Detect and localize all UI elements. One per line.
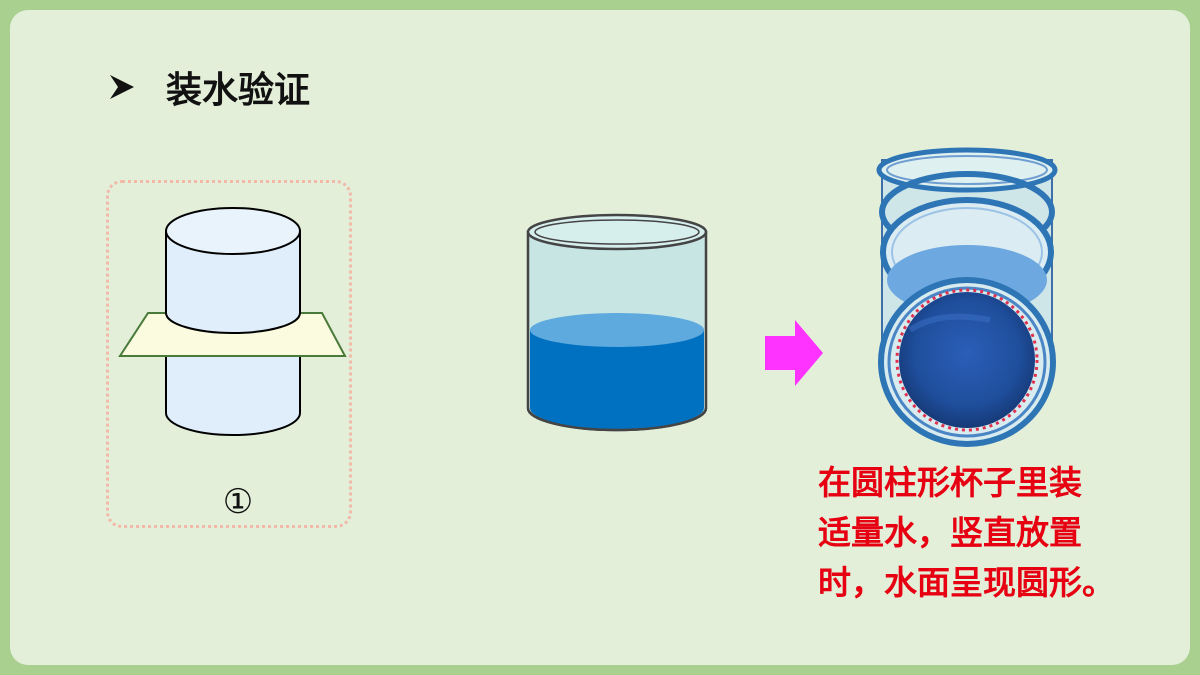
caption-line-2: 适量水，竖直放置 (818, 513, 1082, 552)
dashed-circle-outline (895, 288, 1039, 432)
cylinder-upper (165, 207, 301, 334)
heading: 装水验证 (108, 62, 310, 112)
water-surface (530, 313, 704, 347)
right-arrow-icon (765, 320, 823, 386)
cylinder-lower (165, 349, 301, 436)
arrowhead-bullet-icon (110, 75, 134, 99)
caption-line-1: 在圆柱形杯子里装 (818, 463, 1082, 502)
glass-with-water-figure (526, 213, 708, 432)
figure1-label: ① (222, 482, 254, 522)
caption-text: 在圆柱形杯子里装 适量水，竖直放置 时，水面呈现圆形。 (818, 458, 1168, 608)
page-title: 装水验证 (166, 69, 311, 111)
cylinder-with-plane-figure (118, 207, 347, 436)
water-body (530, 330, 704, 429)
tilted-glass-figure (876, 147, 1058, 447)
figure1-card (106, 180, 352, 528)
caption-line-3: 时，水面呈现圆形。 (818, 563, 1115, 602)
